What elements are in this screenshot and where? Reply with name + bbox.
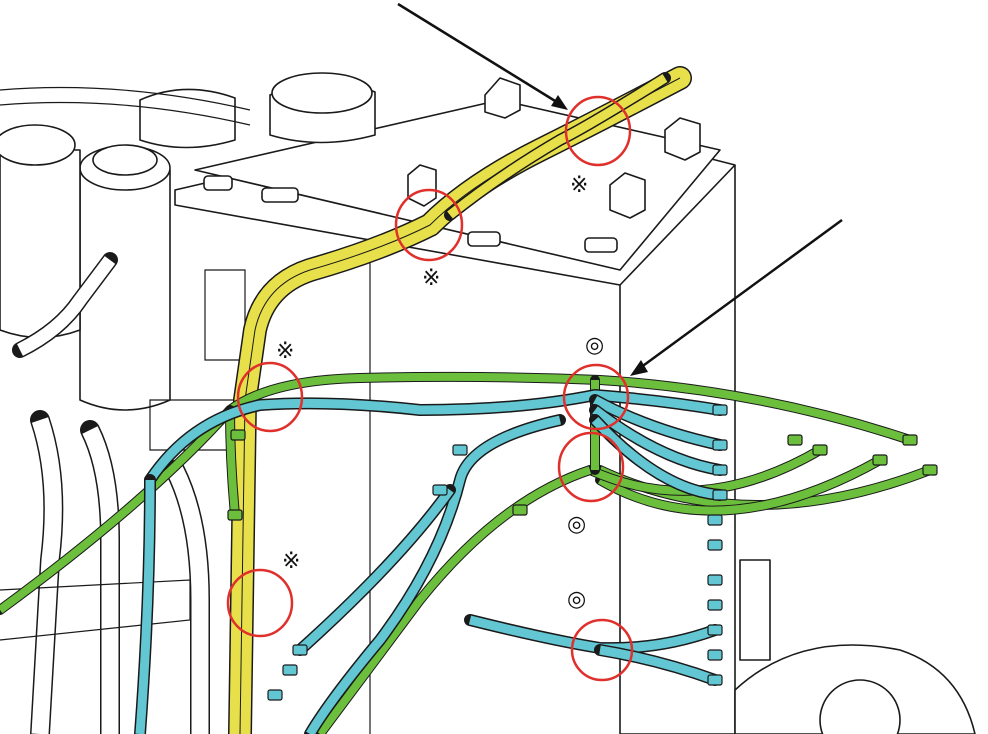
clamp-circle-yellow-left [236, 361, 304, 433]
hose-fitting [707, 599, 723, 611]
double-circle-marker-2: ◎ [567, 512, 586, 537]
markers: ※ ※ ※ ※ ◎ ◎ ◎ [276, 173, 604, 612]
hose-fitting [872, 454, 888, 466]
kome-marker-4: ※ [282, 549, 300, 574]
hose-fitting [227, 509, 243, 521]
hose-fitting [282, 664, 298, 676]
hose-fitting [432, 484, 448, 496]
hose-fitting [707, 539, 723, 551]
hose-fitting [707, 624, 723, 636]
clamp-circle-green-mid [557, 431, 625, 503]
callout-arrows [397, 2, 843, 376]
hose-fitting [712, 439, 728, 451]
top-brackets [203, 77, 701, 253]
hose-fitting [512, 504, 528, 516]
clamp-circle-yellow-top [564, 95, 632, 167]
kome-marker-1: ※ [570, 173, 588, 198]
arrow-yellow-harness [397, 2, 561, 106]
bottom-right-pump [734, 559, 976, 734]
yellow-harness [228, 66, 692, 734]
arrow-head-green [630, 360, 648, 376]
hose-fitting [787, 434, 803, 446]
hose-fitting [712, 404, 728, 416]
kome-marker-2: ※ [422, 266, 440, 291]
hose-fitting [452, 444, 468, 456]
hose-fitting [902, 434, 918, 446]
clamp-circle-blue-bottom [570, 618, 634, 682]
machine-line-art [0, 72, 976, 734]
hose-fitting [712, 489, 728, 501]
clamp-circle-yellow-mid [394, 188, 464, 262]
hose-fitting [267, 689, 283, 701]
clamp-circle-green-top [562, 363, 630, 431]
double-circle-marker-1: ◎ [585, 333, 604, 358]
hose-fitting [707, 649, 723, 661]
fitting-ends [227, 404, 938, 701]
hose-fitting [812, 444, 828, 456]
arrow-green-harness [639, 218, 843, 370]
filter-housings [0, 72, 376, 411]
hose-fitting [707, 674, 723, 686]
arrow-head-yellow [551, 95, 568, 110]
hose-fitting [707, 574, 723, 586]
kome-marker-3: ※ [276, 339, 294, 364]
hose-fitting [230, 429, 246, 441]
hose-fitting [922, 464, 938, 476]
hose-fitting [707, 514, 723, 526]
left-piping [0, 86, 251, 734]
clamp-circle-yellow-bottom [226, 568, 294, 638]
hose-fitting [292, 644, 308, 656]
hose-fitting [712, 464, 728, 476]
clamp-callouts [226, 95, 634, 682]
double-circle-marker-3: ◎ [567, 587, 586, 612]
green-harness [0, 371, 935, 734]
